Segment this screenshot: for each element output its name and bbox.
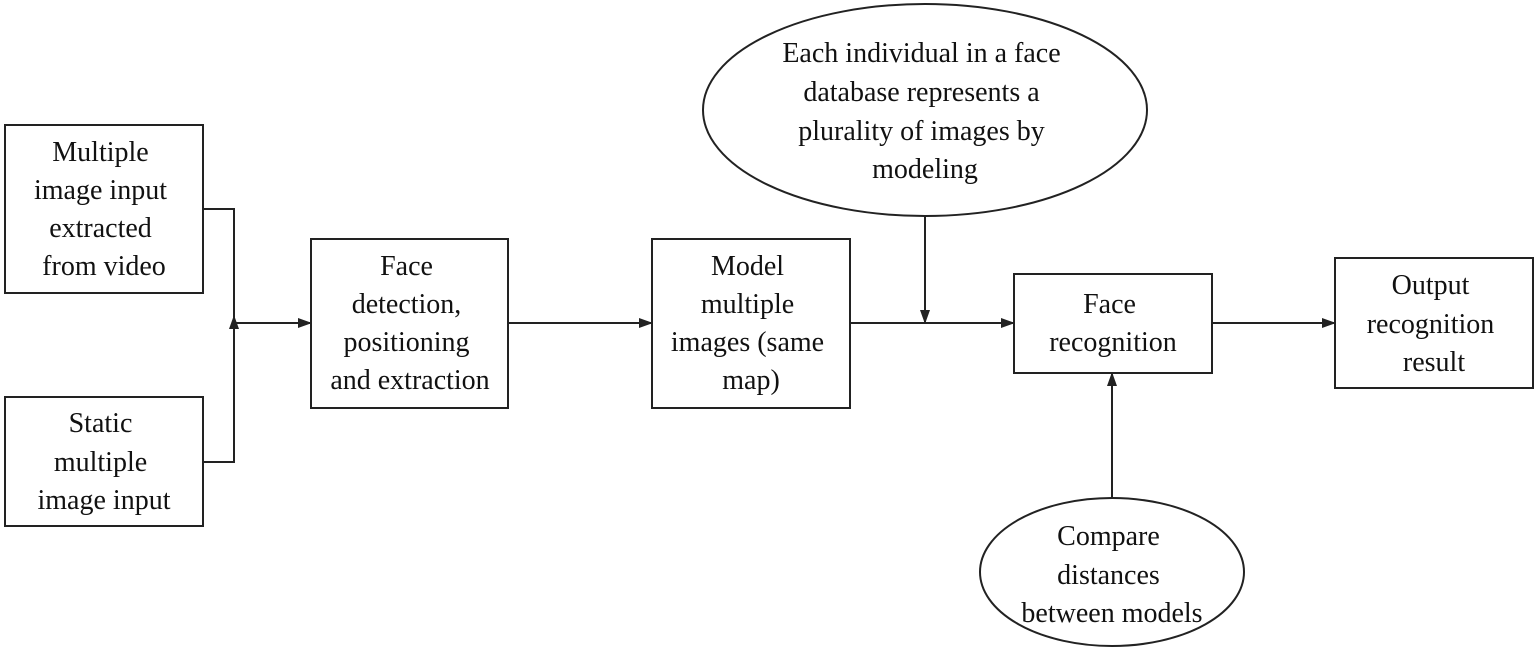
video-input-box: Multiple image input extracted from vide… [4, 124, 204, 294]
video-input-line-2: image input [34, 175, 167, 206]
output-line-2: recognition [1367, 309, 1495, 340]
video-input-line-3: extracted [49, 213, 152, 244]
database-note-line-3: plurality of images by [798, 116, 1045, 147]
video-input-line-1: Multiple [52, 137, 148, 168]
compare-note-line-2: distances [1057, 560, 1160, 591]
video-input-line-4: from video [42, 251, 166, 282]
face-recognition-line-2: recognition [1049, 327, 1177, 358]
svg-text:Face recognition: Face recognition [1049, 289, 1177, 358]
face-recognition-line-1: Face [1083, 289, 1136, 320]
face-detection-line-3: positioning [343, 327, 469, 358]
face-detection-line-2: detection, [352, 289, 462, 320]
database-note-line-2: database represents a [803, 77, 1040, 108]
model-images-line-2: multiple [701, 289, 794, 320]
static-input-line-1: Static [69, 408, 133, 439]
svg-text:Static multiple im: Static multiple image input [38, 408, 171, 516]
svg-text:Compare distances: Compare distances between models [1021, 521, 1202, 629]
compare-note-line-3: between models [1021, 598, 1202, 629]
svg-text:Multiple image input: Multiple image input extracted from vide… [34, 137, 174, 282]
output-line-1: Output [1392, 270, 1470, 301]
svg-text:Face detection, po: Face detection, positioning and extracti… [330, 251, 489, 396]
face-detection-line-4: and extraction [330, 365, 489, 396]
compare-note-line-1: Compare [1057, 521, 1160, 552]
edge-video-input-to-junction [203, 208, 235, 323]
model-images-line-1: Model [711, 251, 784, 282]
model-images-line-4: map) [722, 365, 780, 396]
edge-static-input-to-junction [203, 315, 239, 463]
svg-text:Output recognition: Output recognition result [1367, 270, 1502, 378]
output-box: Output recognition result [1334, 257, 1534, 389]
database-note-line-1: Each individual in a face [782, 38, 1060, 69]
face-detection-box: Face detection, positioning and extracti… [310, 238, 509, 409]
model-images-line-3: images (same [671, 327, 824, 358]
svg-text:Model multiple ima: Model multiple images (same map) [671, 251, 831, 396]
face-recognition-box: Face recognition [1013, 273, 1213, 374]
database-note-ellipse: Each individual in a face database repre… [702, 3, 1148, 217]
face-detection-line-1: Face [380, 251, 433, 282]
svg-text:Each individual in a face: Each individual in a face database repre… [782, 38, 1067, 185]
model-images-box: Model multiple images (same map) [651, 238, 851, 409]
static-input-line-2: multiple [54, 447, 147, 478]
output-line-3: result [1403, 347, 1465, 378]
compare-note-ellipse: Compare distances between models [979, 497, 1245, 647]
static-input-line-3: image input [38, 485, 171, 516]
database-note-line-4: modeling [872, 154, 978, 185]
static-input-box: Static multiple image input [4, 396, 204, 527]
